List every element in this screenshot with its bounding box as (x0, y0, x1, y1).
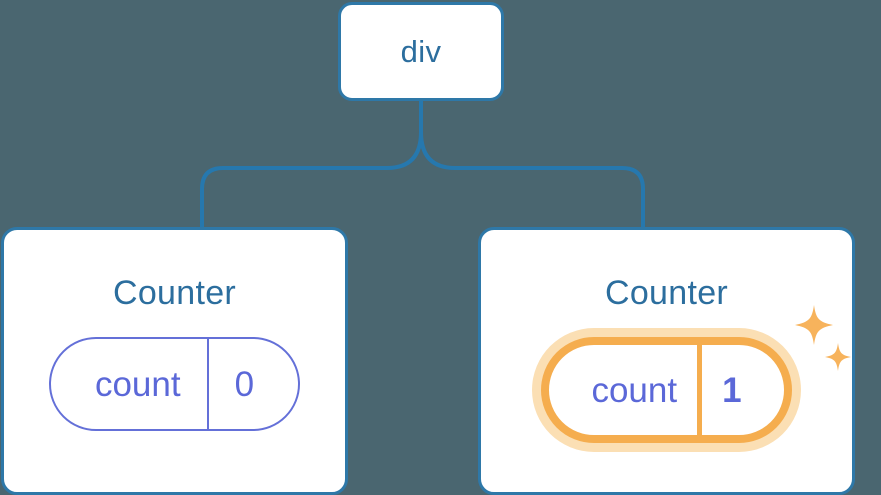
node-counter-left[interactable]: Counter count 0 (1, 227, 348, 495)
state-pill-right-value: 1 (697, 345, 783, 435)
node-div-label: div (400, 34, 442, 69)
node-div[interactable]: div (338, 2, 504, 101)
state-pill-right-key: count (591, 370, 678, 410)
state-pill-left-value: 0 (206, 339, 298, 429)
node-counter-right-title: Counter (604, 274, 729, 312)
state-pill-right[interactable]: count 1 (541, 337, 792, 443)
node-counter-left-title: Counter (112, 274, 237, 312)
node-counter-right[interactable]: Counter count 1 (478, 227, 855, 495)
state-pill-right-wrapper: count 1 (541, 305, 851, 443)
state-pill-left-key: count (94, 364, 181, 404)
state-pill-left-wrapper: count 0 (48, 337, 301, 431)
sparkle-icon (794, 305, 851, 371)
state-pill-left[interactable]: count 0 (48, 337, 301, 431)
